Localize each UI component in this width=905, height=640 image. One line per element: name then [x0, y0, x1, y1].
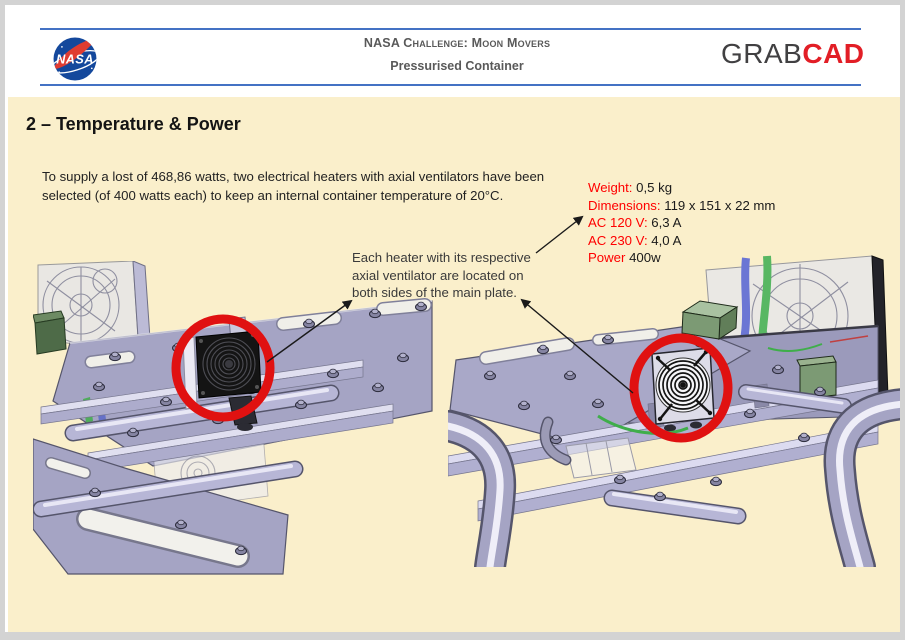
right-bottom-slat [603, 489, 747, 525]
spec-row-dimensions: Dimensions: 119 x 151 x 22 mm [588, 197, 776, 213]
right-green-cable [758, 255, 772, 341]
right-fan-highlight-circle [629, 333, 733, 443]
nasa-logo-text: NASA [56, 53, 94, 67]
right-right-tray [823, 388, 900, 567]
slide-header: NASA NASA Challenge: Moon Movers Pressur… [5, 5, 900, 97]
left-green-box [33, 310, 67, 355]
header-top-rule [40, 28, 861, 30]
spec-row-power: Power 400w [588, 250, 661, 265]
spec-list: Weight: 0,5 kg Dimensions: 119 x 151 x 2… [588, 179, 775, 267]
slide-body: 2 – Temperature & Power To supply a lost… [8, 97, 900, 632]
grabcad-logo-cad: CAD [802, 38, 865, 69]
spec-row-weight: Weight: 0,5 kg [588, 180, 673, 195]
intro-paragraph: To supply a lost of 468,86 watts, two el… [42, 169, 545, 203]
grabcad-logo: GRABCAD [721, 38, 865, 70]
header-challenge-line: NASA Challenge: Moon Movers [363, 36, 551, 50]
right-side-slat [738, 384, 852, 414]
left-lower-slat [33, 460, 304, 518]
left-fan-highlight-circle [171, 314, 275, 422]
spec-row-ac120: AC 120 V: 6,3 A [588, 215, 682, 230]
right-bent-tube [539, 416, 572, 466]
right-green-box [681, 300, 739, 340]
right-blue-cable [740, 257, 751, 341]
header-title-block: NASA Challenge: Moon Movers Pressurised … [305, 5, 609, 73]
right-green-wire [597, 414, 689, 435]
right-green-wire-short [767, 343, 823, 352]
section-title: 2 – Temperature & Power [26, 114, 241, 134]
figure-left-cad-view [33, 261, 433, 575]
right-left-tray [448, 410, 517, 567]
right-wire-basket [565, 437, 637, 479]
header-subtitle: Pressurised Container [390, 59, 524, 73]
left-axial-fan [182, 316, 262, 431]
right-red-wire [829, 335, 869, 343]
header-bottom-rule [40, 84, 861, 86]
nasa-logo-icon: NASA [53, 37, 97, 81]
left-front-tray [33, 438, 289, 575]
callout-text: Each heater with its respective axial ve… [352, 250, 531, 300]
spec-row-ac230: AC 230 V: 4,0 A [588, 232, 682, 248]
right-green-box-small [796, 355, 837, 400]
right-axial-fan [651, 347, 715, 432]
grabcad-logo-grab: GRAB [721, 38, 803, 69]
